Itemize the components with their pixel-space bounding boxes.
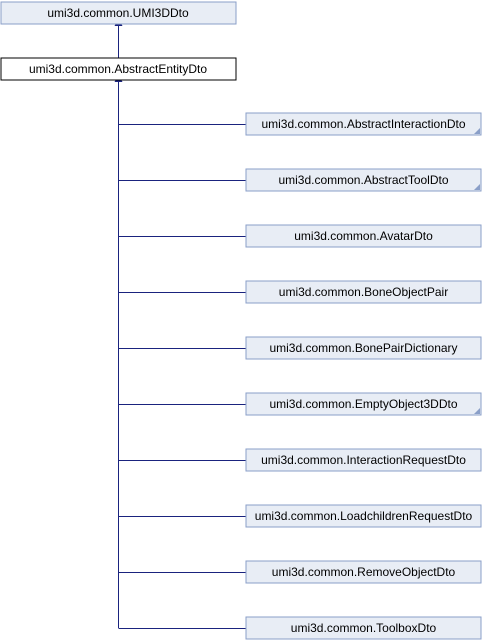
derived-class-label: umi3d.common.EmptyObject3DDto (269, 397, 457, 411)
derived-class-box (245, 336, 482, 360)
derived-class-box (245, 224, 482, 248)
derived-class-node[interactable]: umi3d.common.LoadchildrenRequestDto (245, 504, 482, 528)
derived-class-box (245, 168, 482, 192)
derived-class-label: umi3d.common.ToolboxDto (291, 621, 437, 635)
more-derived-indicator-icon (474, 128, 480, 134)
derived-class-label: umi3d.common.LoadchildrenRequestDto (255, 509, 473, 523)
derived-class-box (245, 560, 482, 584)
derived-class-label: umi3d.common.BoneObjectPair (279, 285, 448, 299)
derived-class-node[interactable]: umi3d.common.BoneObjectPair (245, 280, 482, 304)
derived-class-node[interactable]: umi3d.common.RemoveObjectDto (245, 560, 482, 584)
derived-class-node[interactable]: umi3d.common.AbstractToolDto (245, 168, 482, 192)
derived-class-node[interactable]: umi3d.common.AbstractInteractionDto (245, 112, 482, 136)
more-derived-indicator-icon (474, 184, 480, 190)
derived-class-box (245, 448, 482, 472)
derived-class-label: umi3d.common.RemoveObjectDto (272, 565, 456, 579)
base-class-node[interactable]: umi3d.common.UMI3DDto (0, 1, 237, 25)
derived-class-node[interactable]: umi3d.common.BonePairDictionary (245, 336, 482, 360)
derived-class-node[interactable]: umi3d.common.InteractionRequestDto (245, 448, 482, 472)
current-class-label: umi3d.common.AbstractEntityDto (29, 62, 207, 76)
derived-class-box (245, 280, 482, 304)
derived-class-label: umi3d.common.InteractionRequestDto (261, 453, 466, 467)
derived-class-label: umi3d.common.AvatarDto (294, 229, 433, 243)
derived-class-box (245, 616, 482, 640)
derived-class-label: umi3d.common.AbstractToolDto (278, 173, 448, 187)
derived-class-label: umi3d.common.AbstractInteractionDto (261, 117, 465, 131)
derived-class-list: umi3d.common.AbstractInteractionDto umi3d… (245, 112, 482, 640)
derived-class-node[interactable]: umi3d.common.ToolboxDto (245, 616, 482, 640)
base-class-label: umi3d.common.UMI3DDto (47, 6, 189, 20)
current-class-node: umi3d.common.AbstractEntityDto (0, 57, 237, 81)
derived-class-box (245, 392, 482, 416)
inheritance-edges (114, 19, 246, 629)
derived-class-label: umi3d.common.BonePairDictionary (269, 341, 457, 355)
derived-class-box (245, 504, 482, 528)
derived-class-node[interactable]: umi3d.common.EmptyObject3DDto (245, 392, 482, 416)
derived-class-node[interactable]: umi3d.common.AvatarDto (245, 224, 482, 248)
derived-class-box (245, 112, 482, 136)
more-derived-indicator-icon (474, 408, 480, 414)
